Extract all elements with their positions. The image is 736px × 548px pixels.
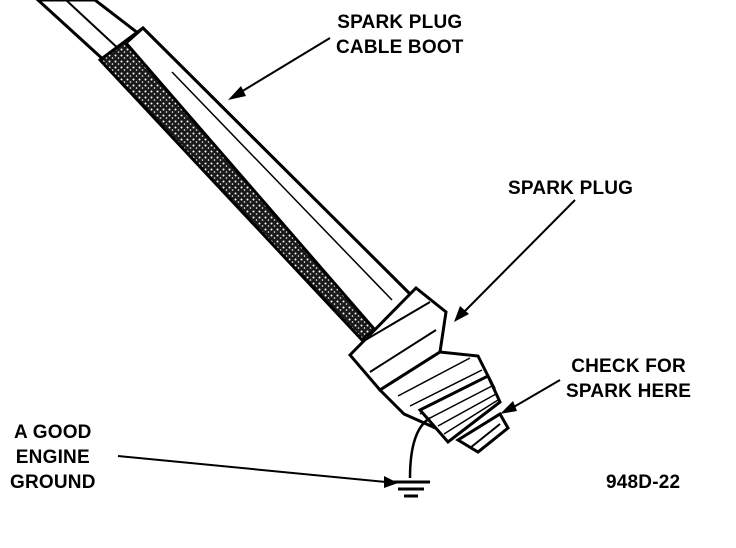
label-check-spark-line1: CHECK FOR — [571, 356, 686, 377]
spark-plug-body — [347, 285, 510, 454]
label-cable-boot-line2: CABLE BOOT — [336, 37, 464, 58]
label-spark-plug: SPARK PLUG — [508, 178, 634, 199]
label-ground-line2: ENGINE — [15, 447, 90, 468]
leader-ground — [117, 455, 398, 488]
label-cable-boot-line1: SPARK PLUG — [337, 12, 463, 33]
label-ground-line1: A GOOD — [14, 422, 92, 443]
figure-id: 948D-22 — [606, 472, 681, 493]
ground-symbol — [392, 416, 431, 498]
leader-cable-boot — [228, 37, 331, 100]
label-check-spark-line2: SPARK HERE — [566, 381, 692, 402]
label-check-spark: CHECK FOR SPARK HERE — [566, 354, 691, 404]
label-cable-boot: SPARK PLUG CABLE BOOT — [336, 10, 464, 60]
leader-spark-plug — [454, 199, 576, 322]
label-ground-line3: GROUND — [10, 472, 96, 493]
leader-check-spark — [500, 379, 561, 414]
label-ground: A GOOD ENGINE GROUND — [10, 420, 96, 495]
cable-boot — [97, 25, 417, 343]
